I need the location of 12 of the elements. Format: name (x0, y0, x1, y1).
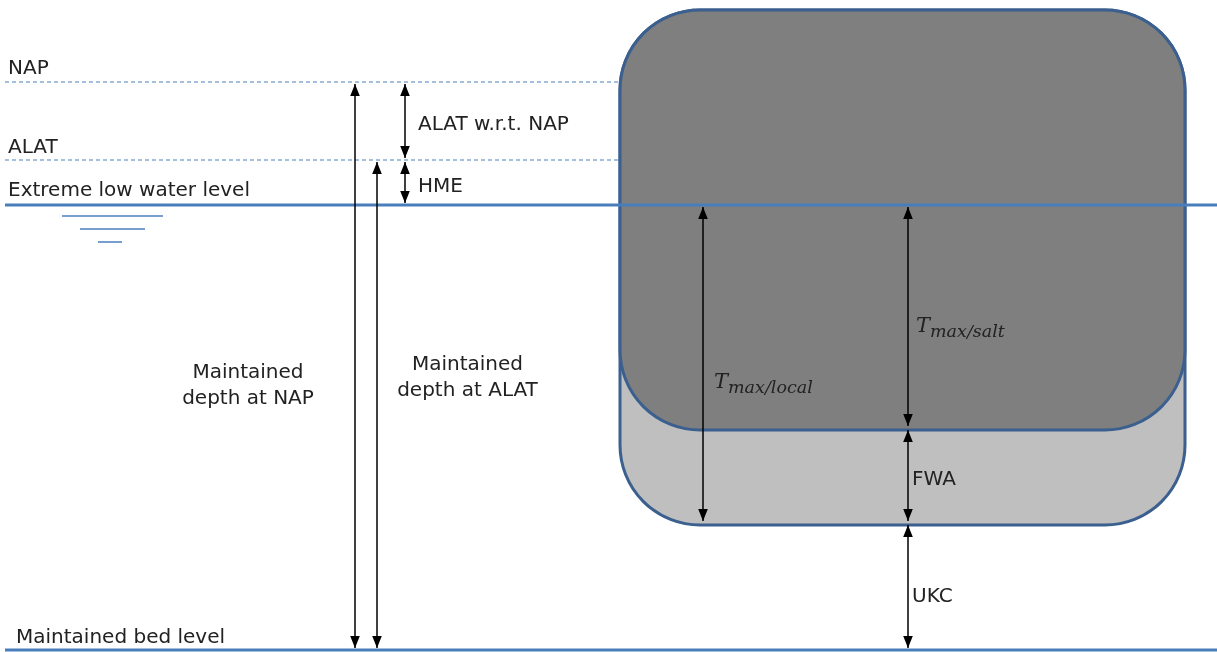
level-label: Extreme low water level (8, 176, 250, 202)
dimension-label: Maintained depth at ALAT (396, 350, 539, 402)
dimension-label: ALAT w.r.t. NAP (418, 110, 569, 136)
dimension-label: Maintained depth at NAP (181, 358, 315, 410)
level-label: NAP (8, 54, 49, 80)
level-label: ALAT (8, 133, 58, 159)
dimension-label: T$_{max/salt}$ (916, 312, 1005, 344)
level-label: Maintained bed level (16, 623, 226, 649)
dimension-label: HME (418, 172, 463, 198)
dimension-label: T$_{max/local}$ (714, 368, 813, 400)
dimension-label: UKC (912, 582, 953, 608)
dimension-label: FWA (912, 465, 956, 491)
